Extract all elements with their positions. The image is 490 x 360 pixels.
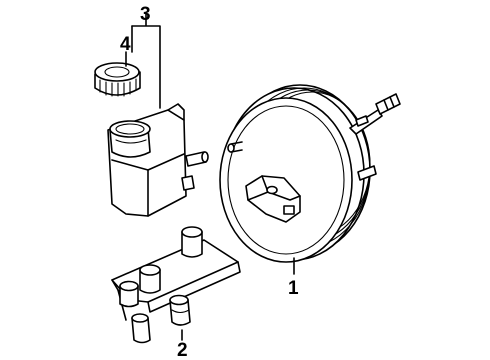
callout-1: 1: [288, 278, 299, 299]
callout-2: 2: [177, 340, 188, 360]
leader-lines: [125, 13, 295, 341]
callout-3: 3: [140, 4, 151, 25]
brake-booster: [219, 84, 401, 263]
master-cylinder: [111, 226, 241, 344]
reservoir-cap: [94, 62, 141, 97]
master-cylinder-reservoir: [107, 103, 209, 217]
callout-4: 4: [120, 34, 131, 55]
